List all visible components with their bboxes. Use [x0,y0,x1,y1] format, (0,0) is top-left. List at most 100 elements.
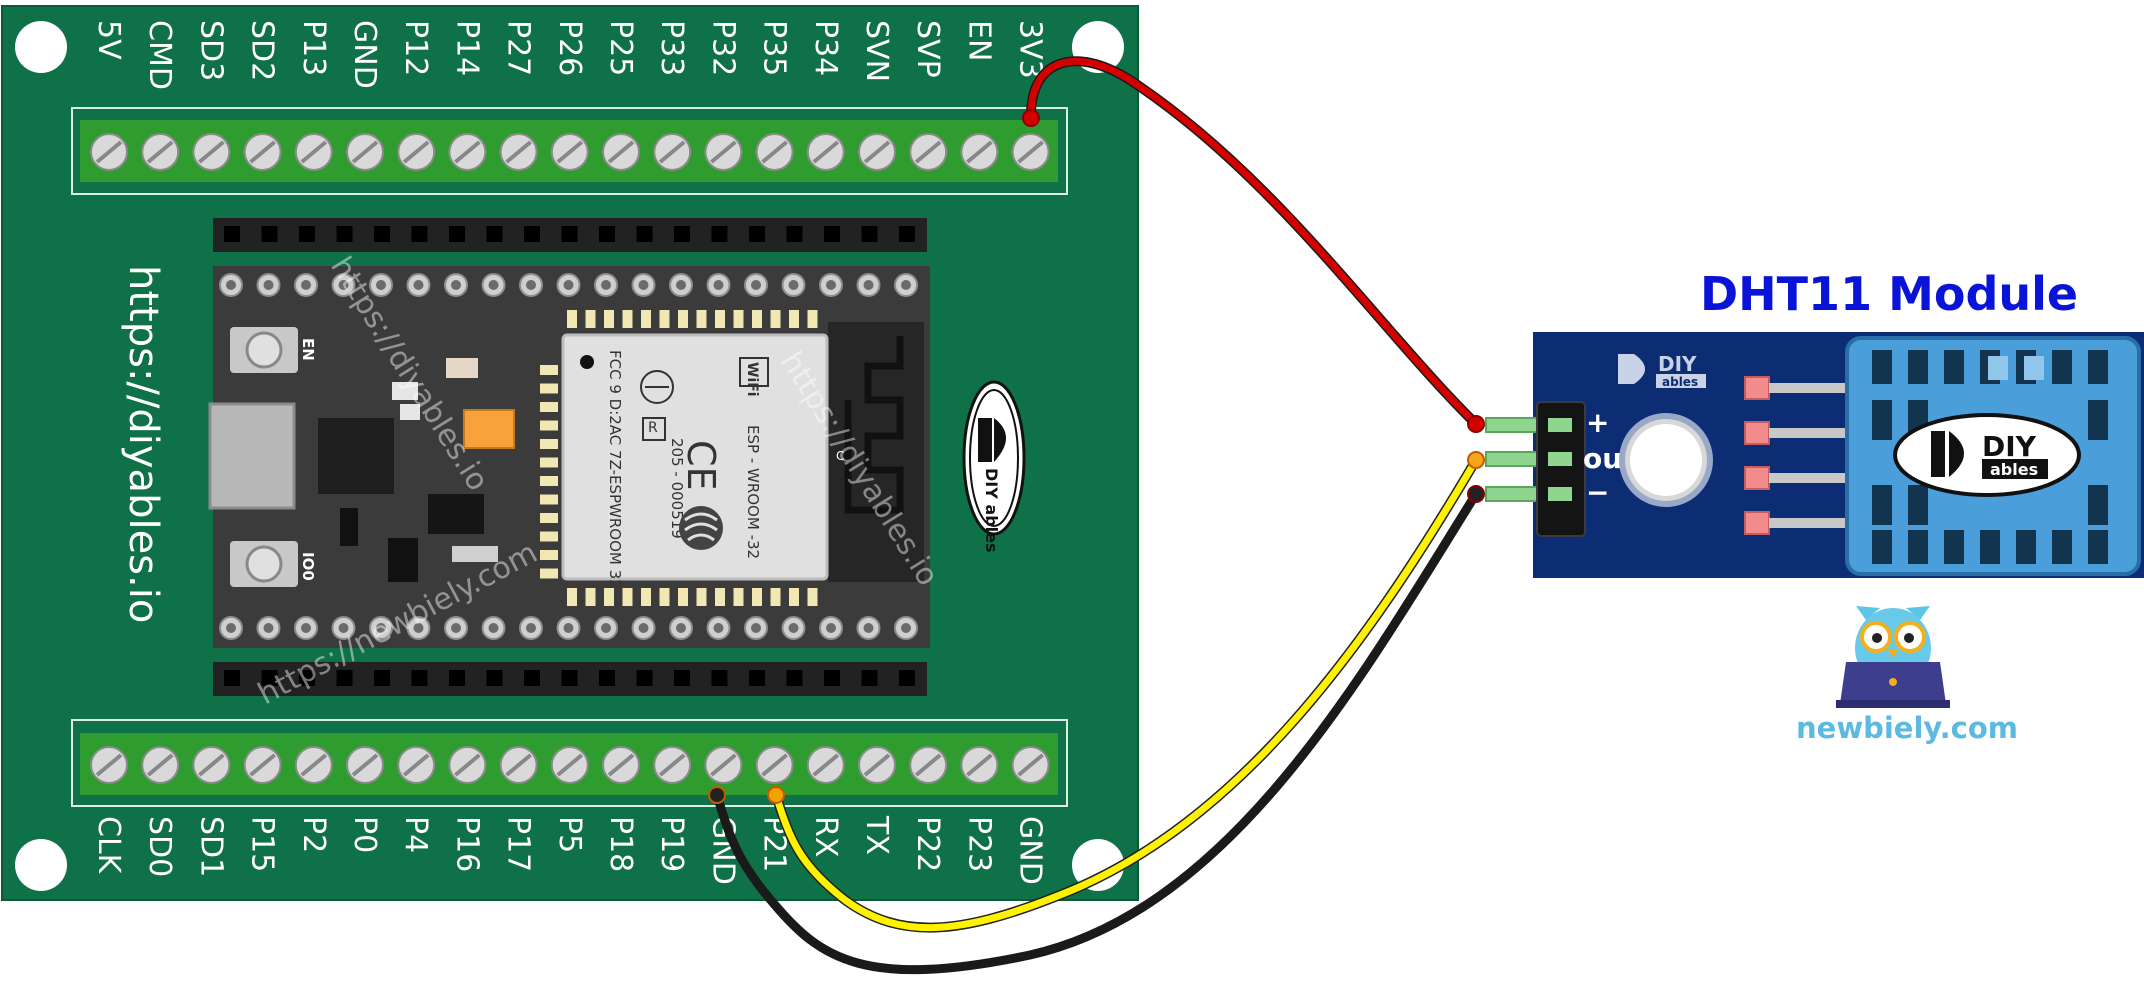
gold-pad [715,310,725,328]
fcc-mark-icon [640,370,674,404]
terminal-screw [1010,132,1051,172]
top-pin-label: CMD [142,20,177,90]
gold-pad [567,588,577,606]
devkit-pin-hole [863,623,874,633]
side-url-label: https://diyables.io [120,265,166,623]
header-hole [636,226,653,242]
sensor-pad [1744,421,1770,445]
sensor-lead [1769,473,1849,483]
devkit-pin-hole [638,623,649,633]
bottom-pin-label: P19 [654,816,689,872]
terminal-screw [140,745,181,785]
header-hole [861,226,878,242]
terminal-screw [447,745,488,785]
gold-pad [540,402,558,412]
terminal-screw [601,745,641,785]
header-hole [561,226,578,242]
bottom-pin-label: SD0 [142,816,177,877]
gold-pad [696,588,707,606]
svg-text:DIY: DIY [1982,430,2037,463]
terminal-screw [89,132,129,172]
terminal-screw [601,132,641,172]
bottom-pin-label: P17 [501,816,536,872]
terminal-screw [345,132,385,172]
gold-pad [733,588,744,606]
terminal-screw [549,745,590,785]
gold-pad [567,310,577,328]
gold-pad [540,439,558,449]
terminal-screw [703,745,744,785]
terminal-screw [754,745,795,785]
devkit-pin-hole [676,280,686,290]
devkit-pin-hole [826,280,836,290]
devkit-pin-hole [901,280,911,290]
devkit-pin-hole [451,280,461,290]
devkit-pin-hole [301,623,311,633]
smd-component [340,508,358,546]
usb-connector [208,402,296,510]
grille-slot [1908,350,1928,384]
terminal-screw [857,745,897,785]
terminal-screw [242,132,283,172]
terminal-screw [805,745,846,785]
sensor-diyables-logo: DIY ables [1893,413,2081,497]
terminal-screw [345,745,385,785]
terminal-screw [959,132,1000,172]
devkit-pin-hole [676,623,686,633]
header-hole [374,670,390,686]
top-pin-label: SVP [910,20,945,78]
header-hole [299,226,315,242]
gold-pad [540,568,558,579]
devkit-pin-hole [376,280,386,290]
gold-pad [540,365,558,375]
smd-component [392,382,418,400]
bottom-pin-label: TX [859,815,894,855]
top-pin-label: P35 [757,20,792,76]
pin-header-pin [1548,418,1572,432]
header-hole [899,226,915,242]
gold-pad [752,588,762,606]
sensor-pad [1744,511,1770,535]
devkit-pin-hole [413,623,424,633]
header-hole [711,226,728,242]
esp-r-text: R [648,420,658,436]
header-hole [786,226,803,242]
header-hole [674,670,690,686]
smd-component [400,404,420,420]
terminal-screw [89,745,129,785]
gold-pad [622,310,633,328]
board-diyables-logo: DIY ables [962,380,1026,553]
gold-pad [540,457,558,468]
devkit-pin-hole [338,623,349,633]
gold-pad [540,513,558,523]
bottom-pin-label: P4 [398,816,433,853]
gold-pad [770,310,781,328]
top-pin-label: P12 [398,20,433,76]
wire-end-black [708,786,726,804]
header-hole [261,226,278,242]
top-pin-label: P26 [552,20,587,76]
terminal-screw [908,745,949,785]
devkit-pin-hole [488,623,499,633]
newbiely-brand: newbiely.com [1796,606,2018,745]
ce-mark: CE [679,440,723,491]
tantalum-capacitor [463,409,515,449]
devkit-pin-hole [563,623,574,633]
pin-label-minus: − [1586,476,1609,509]
bottom-terminal-frame [71,719,1068,807]
header-hole [674,226,690,242]
terminal-screw [293,745,334,785]
terminal-screw [652,132,693,172]
smd-component [388,538,418,582]
header-hole [749,226,765,242]
gold-pad [540,494,558,505]
grille-slot [2088,350,2108,384]
devkit-pin-hole [226,623,236,633]
devkit-pin-hole [901,623,911,633]
gold-pad [540,531,558,542]
grille-slot [1944,530,1964,564]
grille-slot [1872,530,1892,564]
dht11-title: DHT11 Module [1700,267,2078,321]
grille-slot [1980,530,2000,564]
